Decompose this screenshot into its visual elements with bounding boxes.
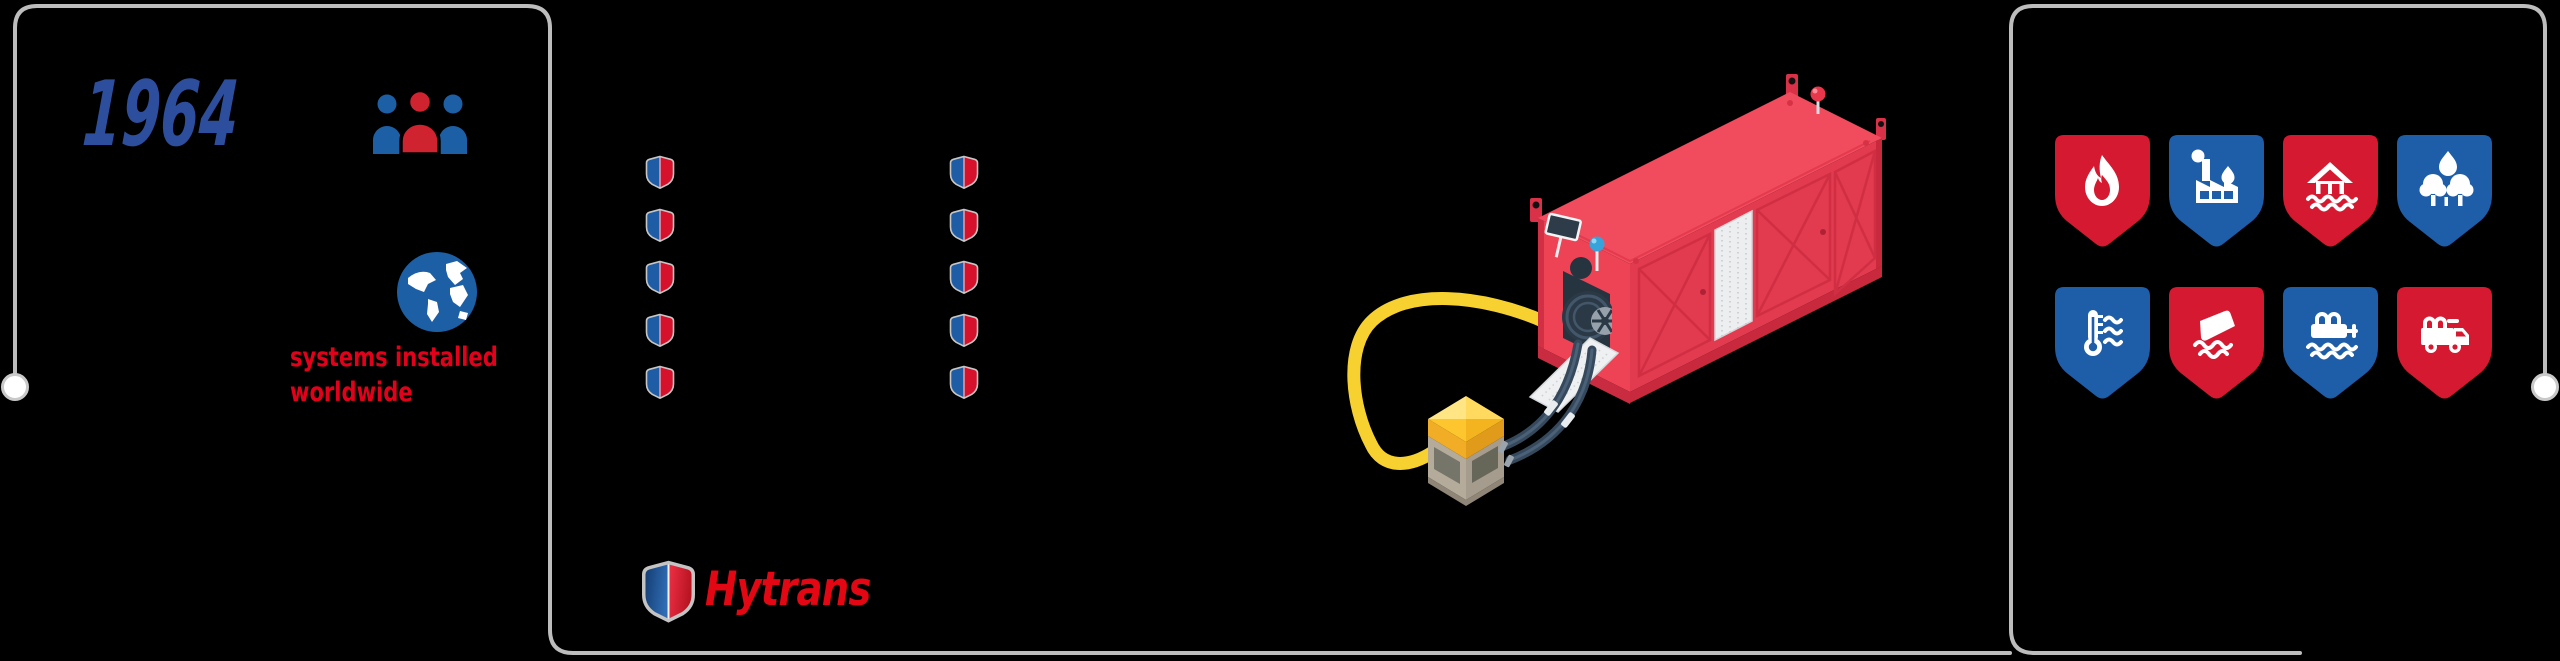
badge-floating-pump-shield: [2283, 287, 2378, 399]
people-group-icon: [373, 90, 467, 156]
floating-pump-icon: [2306, 312, 2358, 360]
panel-outlines: [13, 4, 2547, 655]
lifting-lugs: [1530, 74, 1886, 222]
caption-line-2: worldwide: [290, 377, 413, 408]
warning-sign: [1544, 212, 1582, 258]
badge-fire-truck-shield: [2397, 287, 2492, 399]
container-top-face: [1538, 92, 1882, 264]
wildfire-icon: [2419, 151, 2474, 206]
hose-notch: [1570, 257, 1592, 279]
factory-fire-icon: [2191, 149, 2238, 203]
badge-fire-shield: [2055, 135, 2150, 247]
list-bullet-shield-icon: [645, 155, 675, 189]
badge-industrial-fire-shield: [2169, 135, 2264, 247]
list-bullet-shield-icon: [949, 260, 979, 294]
container-doors: [1637, 148, 1877, 379]
fire-truck-icon: [2421, 316, 2469, 353]
badge-cold-water-shield: [2055, 287, 2150, 399]
pump-unit: [1428, 396, 1514, 506]
badge-sinking-ship-shield: [2169, 287, 2264, 399]
logo-wordmark: Hytrans: [705, 562, 871, 617]
timeline-node-left: [1, 373, 29, 401]
hazard-badges-grid: [2055, 135, 2492, 400]
caption-line-1: systems installed: [290, 342, 498, 373]
fire-icon: [2085, 155, 2119, 206]
list-bullet-shield-icon: [645, 208, 675, 242]
list-bullet-shield-icon: [645, 313, 675, 347]
list-bullet-shield-icon: [645, 260, 675, 294]
sinking-ship-icon: [2193, 310, 2235, 359]
list-bullet-shield-icon: [949, 208, 979, 242]
list-bullet-shield-icon: [949, 313, 979, 347]
founding-year: 1964: [79, 62, 242, 167]
grille-panel: [1714, 209, 1753, 342]
thermometer-water-icon: [2084, 310, 2123, 356]
hose-reel-icon: [1562, 291, 1612, 343]
globe-icon: [397, 252, 477, 332]
red-beacon-icon: [1810, 86, 1826, 114]
blue-beacon-icon: [1589, 236, 1605, 271]
timeline-path-right: [2009, 4, 2547, 655]
feature-list-column-2: [949, 155, 979, 399]
list-bullet-shield-icon: [949, 365, 979, 399]
badge-wildfire-shield: [2397, 135, 2492, 247]
timeline-node-right: [2531, 373, 2559, 401]
container-illustration: [1347, 74, 1886, 506]
badge-flooded-house-shield: [2283, 135, 2378, 247]
list-bullet-shield-icon: [949, 155, 979, 189]
feature-list-column-1: [645, 155, 675, 399]
list-bullet-shield-icon: [645, 365, 675, 399]
systems-caption: systems installed worldwide: [290, 340, 498, 410]
timeline-path-left: [13, 4, 2012, 655]
hose-couplings: [1544, 400, 1575, 428]
flooded-house-icon: [2306, 162, 2358, 212]
hytrans-logo: Hytrans: [641, 556, 871, 626]
yellow-hose: [1347, 292, 1552, 470]
hytrans-shield-icon: [642, 560, 695, 623]
